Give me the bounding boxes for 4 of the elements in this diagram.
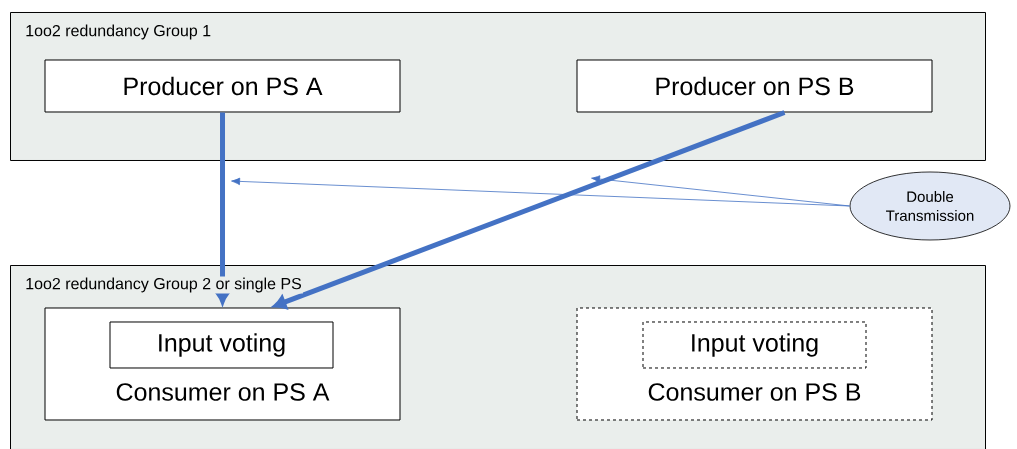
- process-box: Input voting: [109, 321, 334, 369]
- process-box: Input voting: [642, 321, 867, 369]
- process-box: Producer on PS A: [44, 59, 401, 113]
- process-box: Producer on PS B: [576, 59, 933, 113]
